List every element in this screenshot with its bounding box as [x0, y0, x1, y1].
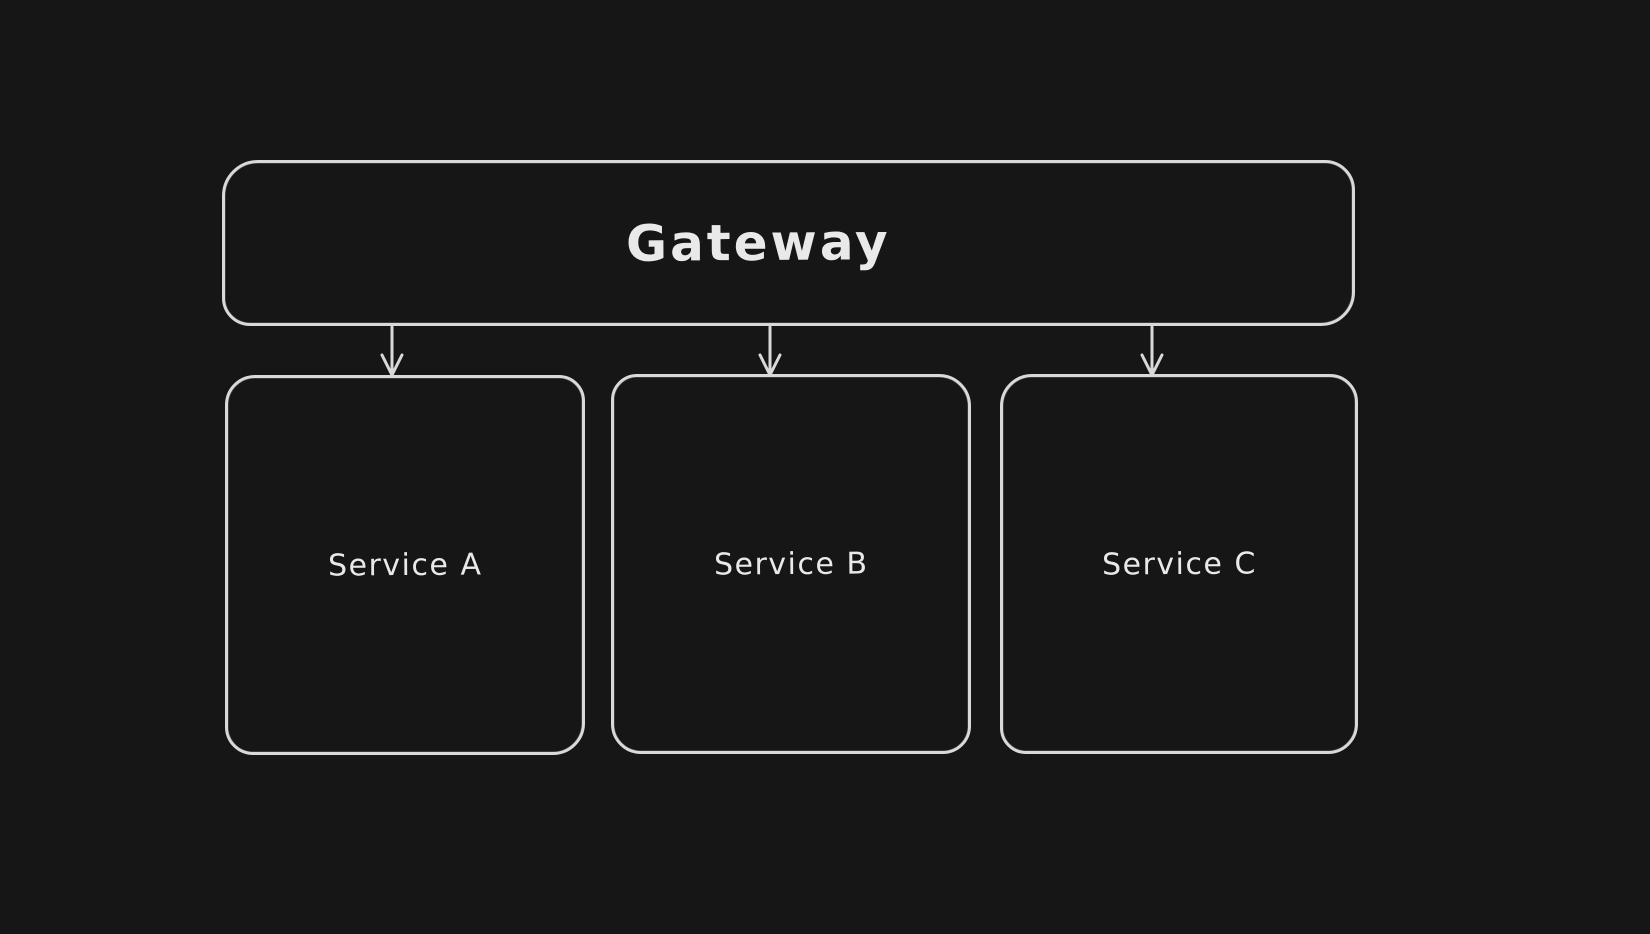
arrow-down-icon	[380, 326, 404, 377]
edge-gateway-to-service-b[interactable]	[752, 326, 788, 378]
arrow-down-icon	[758, 326, 782, 377]
node-service-c[interactable]: Service C	[1000, 374, 1358, 754]
arrow-down-icon	[1140, 326, 1164, 377]
node-service-a[interactable]: Service A	[225, 375, 585, 755]
node-service-b[interactable]: Service B	[611, 374, 971, 754]
node-gateway-label: Gateway	[626, 213, 891, 273]
node-service-a-label: Service A	[327, 546, 483, 584]
edge-gateway-to-service-a[interactable]	[374, 326, 410, 378]
node-service-b-label: Service B	[713, 545, 869, 583]
edge-gateway-to-service-c[interactable]	[1134, 326, 1170, 378]
node-gateway[interactable]: Gateway	[222, 160, 1355, 326]
node-service-c-label: Service C	[1101, 545, 1257, 583]
